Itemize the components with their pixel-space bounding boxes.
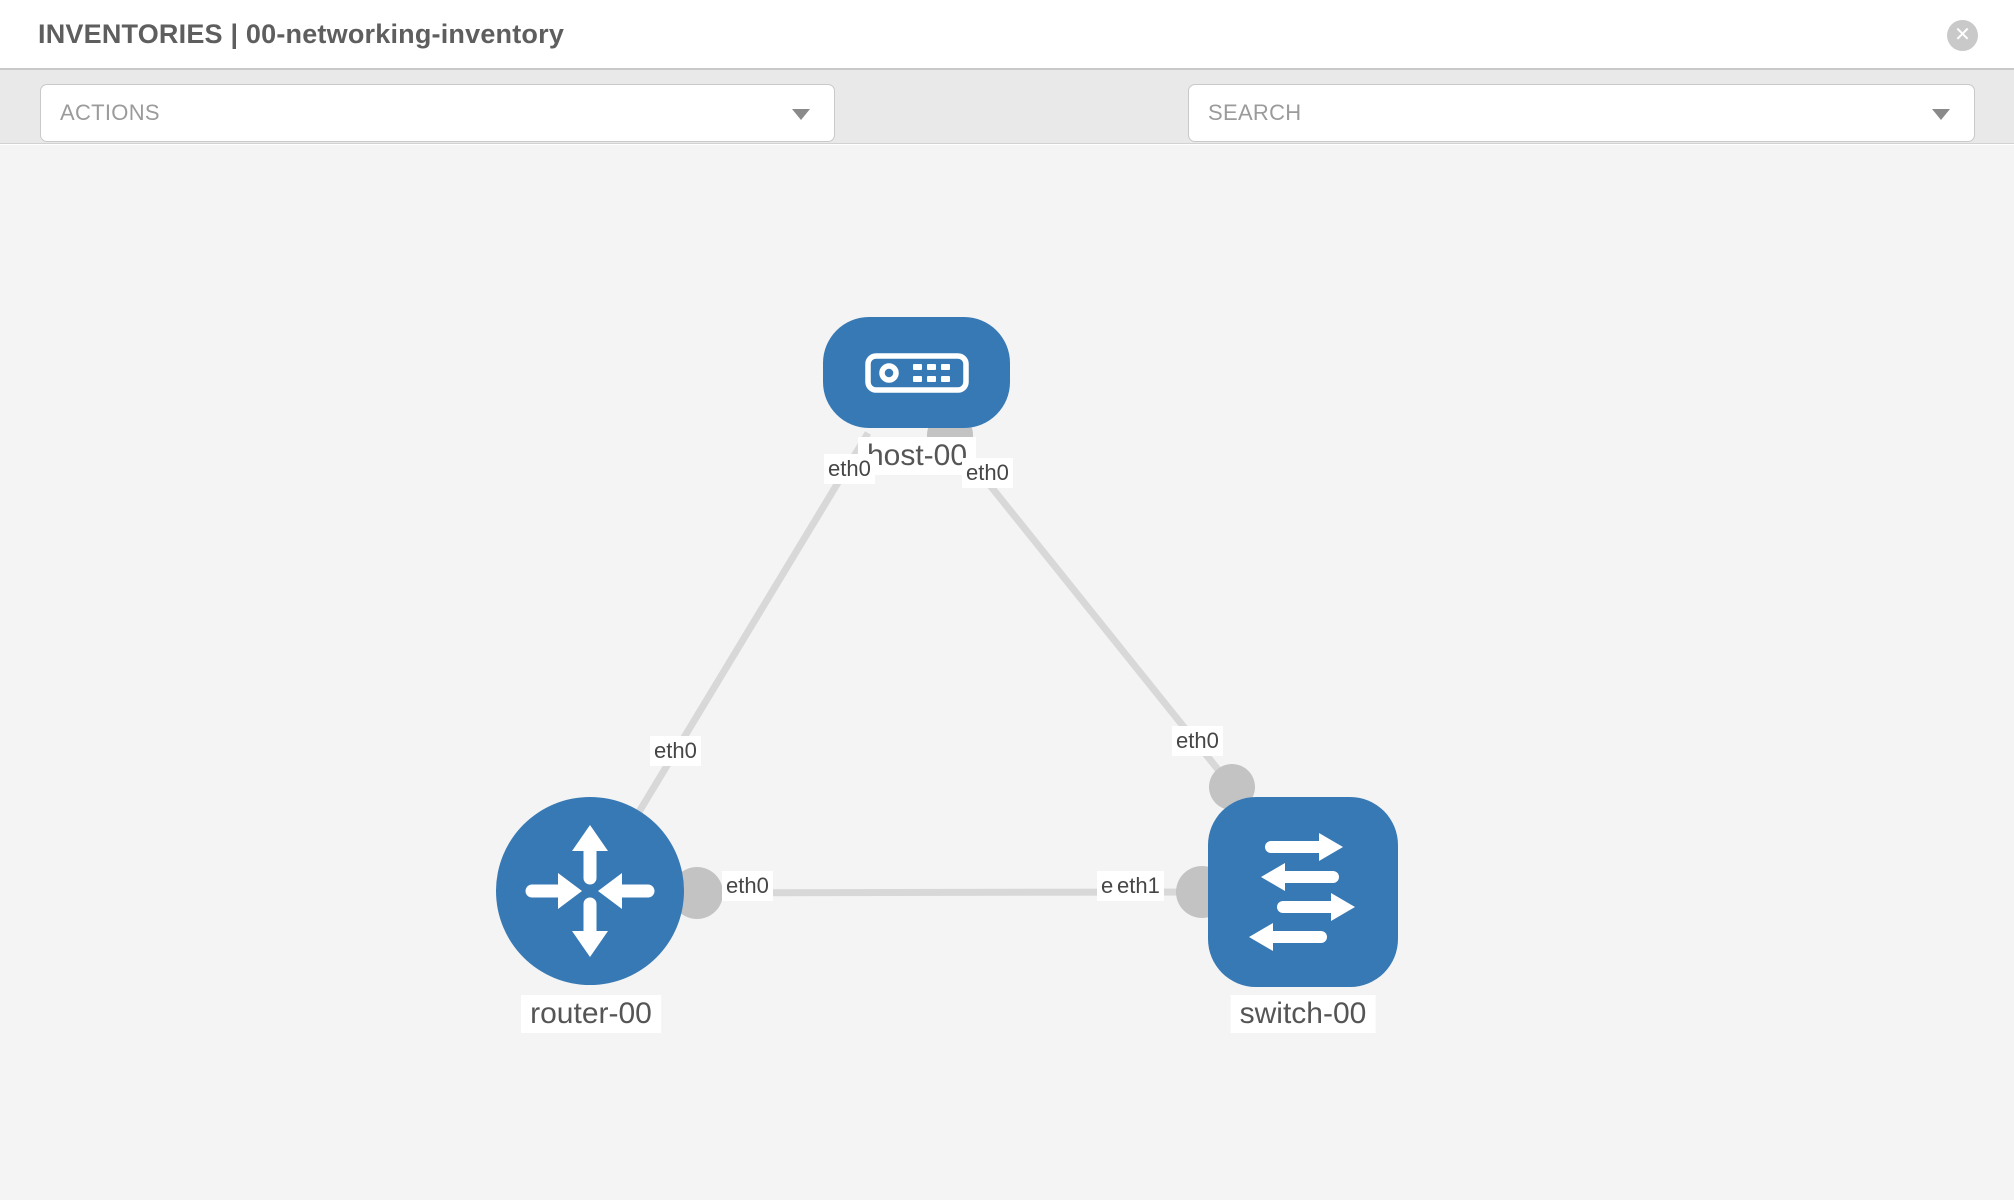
iface-label-switch-eth0: eth0 (1172, 726, 1223, 756)
node-host-00[interactable] (823, 317, 1010, 428)
iface-label-host-eth0: eth0 (824, 454, 875, 484)
iface-label-router-eth0: eth0 (722, 871, 773, 901)
close-icon[interactable]: ✕ (1947, 20, 1978, 51)
iface-label-host-eth0: eth0 (962, 458, 1013, 488)
node-switch-00[interactable] (1208, 797, 1398, 987)
header: INVENTORIES | 00-networking-inventory ✕ (0, 0, 2014, 70)
actions-dropdown[interactable]: ACTIONS (40, 84, 835, 142)
iface-label-router-eth0: eth0 (650, 736, 701, 766)
chevron-down-icon (1932, 109, 1950, 120)
actions-dropdown-label: ACTIONS (60, 100, 160, 125)
chevron-down-icon (792, 109, 810, 120)
interface-dot[interactable] (671, 867, 723, 919)
node-label-host-00: host-00 (857, 437, 977, 475)
node-label-router-00: router-00 (521, 995, 661, 1033)
switch-arrows-icon (1249, 833, 1355, 951)
iface-label-overlap-group: eth0 eth1 (1097, 871, 1207, 905)
iface-label-switch-eth1: eth1 (1113, 871, 1164, 901)
topology-canvas[interactable]: host-00 router-00 switch-00 eth0 eth0 et… (0, 145, 2014, 1200)
links-layer (587, 412, 1255, 919)
server-icon (864, 352, 969, 393)
node-label-switch-00: switch-00 (1230, 995, 1376, 1033)
page-title: INVENTORIES | 00-networking-inventory (38, 19, 565, 49)
search-dropdown[interactable]: SEARCH (1188, 84, 1975, 142)
router-arrows-icon (525, 825, 655, 957)
search-dropdown-placeholder: SEARCH (1208, 100, 1302, 125)
toolbar: ACTIONS SEARCH (0, 70, 2014, 205)
node-router-00[interactable] (496, 797, 684, 985)
